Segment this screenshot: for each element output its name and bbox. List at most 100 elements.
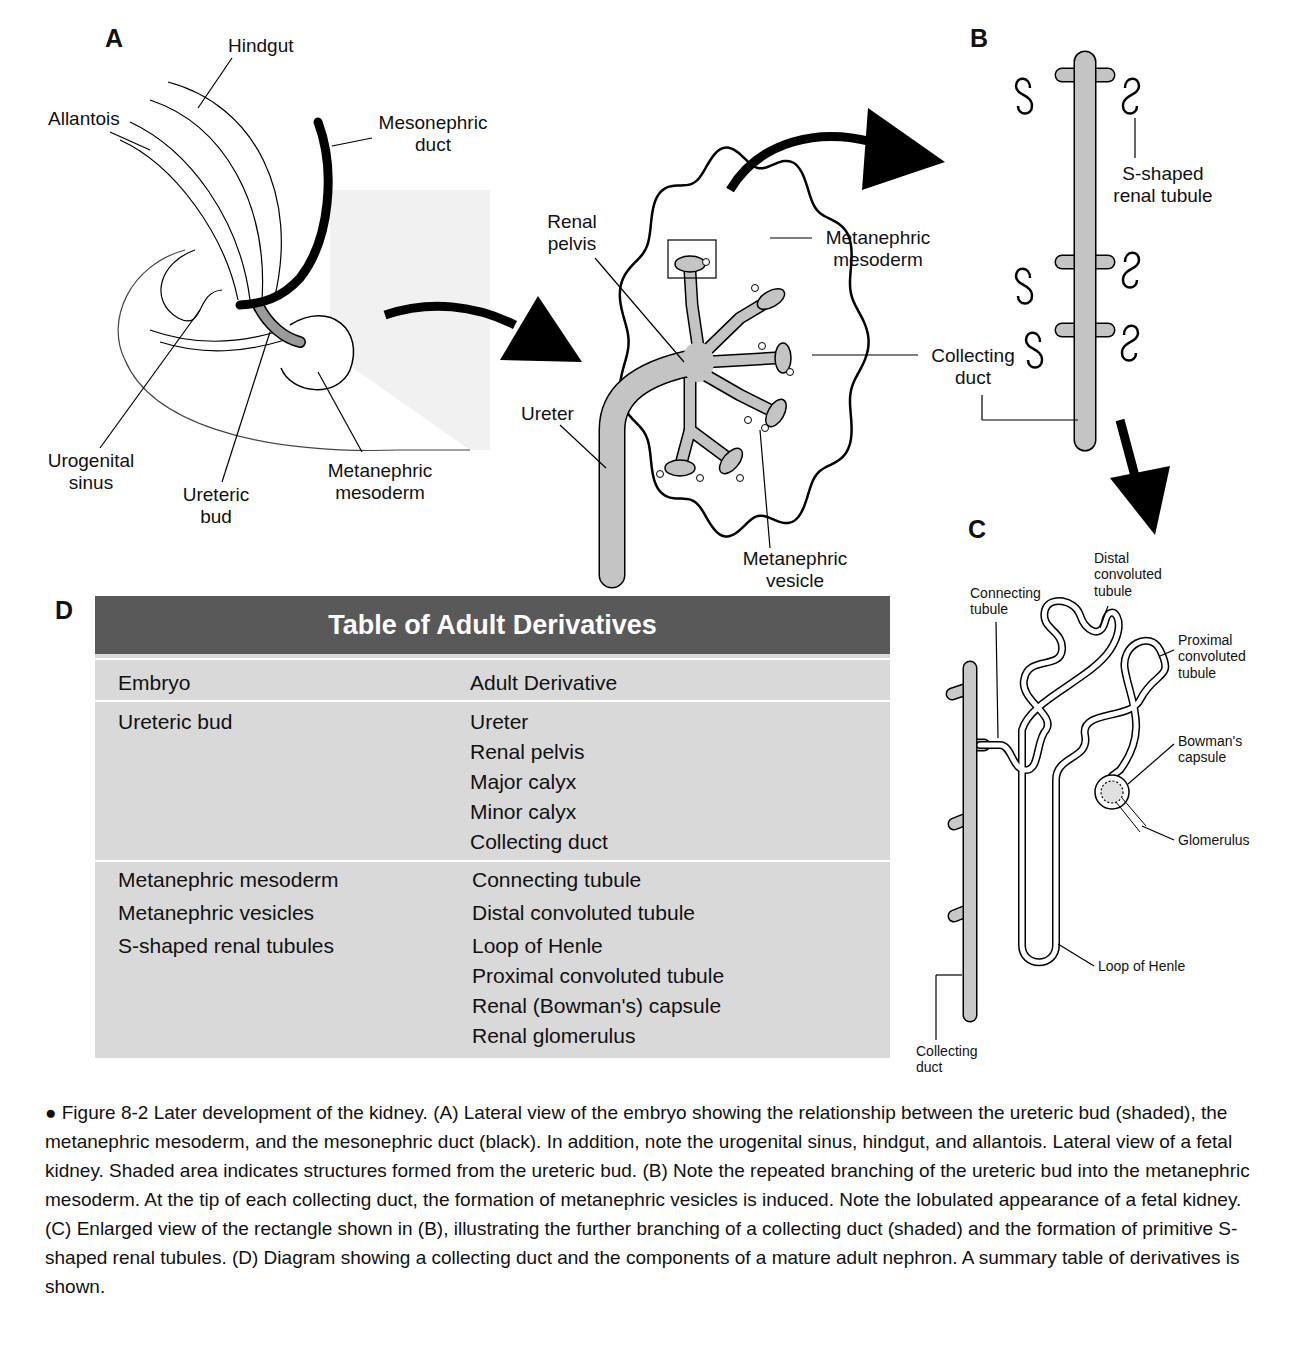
leader-line [110,132,150,150]
collecting-duct [952,690,964,694]
leader-line [1142,826,1174,840]
part-name: Connecting tubule [970,585,1060,618]
table-cell: Renal (Bowman's) capsule [472,994,721,1019]
urogenital-sinus [161,250,222,321]
ampulla-cap [715,444,747,477]
part-name: Renal pelvis [526,211,618,255]
ureteric-bud [258,305,300,342]
ureteric-branch [705,303,765,352]
leader-line [595,258,684,362]
leader-line [198,58,232,108]
table-cell: Major calyx [470,770,576,795]
leader-line [996,622,998,738]
table-cell: S-shaped renal tubules [118,934,334,959]
table-cell: Metanephric mesoderm [118,868,339,893]
ureteric-branch [682,372,690,460]
collecting-duct [1079,62,1091,440]
nephron-tubule [980,601,1165,962]
panel-arrow [385,306,515,325]
s-shaped-tubule [1026,333,1042,368]
collecting-duct [965,668,975,1015]
leader-line [770,237,812,238]
collecting-duct [963,668,978,1015]
panel-arrow [1120,420,1136,480]
metanephric-mesoderm [281,316,354,390]
table-cell: Minor calyx [470,800,576,825]
ureter [612,362,695,575]
table-cell: Loop of Henle [472,934,603,959]
s-shaped-tubule [1123,253,1139,288]
urogenital-sinus [150,330,282,341]
leader-line [982,419,1078,420]
metanephric-vesicle [703,259,710,266]
s-shaped-tubule [1123,79,1139,114]
leader-line [760,430,770,548]
figure-caption: ● Figure 8-2 Later development of the ki… [45,1098,1270,1301]
ureteric-branch [700,372,770,410]
leader-line [560,425,606,468]
ureteric-branch [690,430,725,456]
part-name: Collecting duct [916,1043,991,1076]
table-cell: Embryo [118,671,190,696]
table-cell: Distal convoluted tubule [472,901,695,926]
panel-arrow [730,137,872,190]
mesonephric-duct [240,122,328,305]
table-cell: Proximal convoluted tubule [472,964,724,989]
part-name: Bowman's capsule [1178,733,1258,766]
ampulla-cap [754,285,788,314]
derivatives-table: Table of Adult Derivatives [95,596,890,1058]
metanephric-vesicle [745,417,752,424]
allantois-line [120,140,238,300]
part-name: Allantois [48,108,120,130]
part-name: Distal convoluted tubule [1094,550,1176,599]
part-name: Metanephric mesoderm [315,460,445,504]
panel-arrow-head [862,108,945,190]
glomerular-vessel [1116,798,1146,832]
part-name: S-shaped renal tubule [1102,163,1224,207]
leader-line [1160,650,1174,656]
collecting-duct [1074,62,1097,440]
leader-line [332,138,372,146]
collecting-duct [1075,62,1095,440]
leader-line [936,974,962,975]
collecting-duct [964,668,976,1015]
part-name: Glomerulus [1178,832,1250,848]
table-cell: Renal glomerulus [472,1024,635,1049]
ureteric-branch [705,303,765,352]
leader-line [1128,744,1174,784]
panel-letter: C [968,515,986,544]
leader-line [935,975,936,1040]
s-shaped-tubule [1122,326,1138,361]
table-rule [95,860,890,862]
part-name: Loop of Henle [1098,958,1185,974]
part-name: Metanephric mesoderm [813,227,943,271]
metanephric-vesicle [762,425,769,432]
leader-line [812,354,918,355]
collecting-duct [952,690,964,694]
part-name: Urogenital sinus [36,450,146,494]
part-name: Hindgut [228,35,294,57]
ureteric-branch [612,362,695,575]
table-rule [95,700,890,702]
leader-line [1058,944,1094,966]
ureteric-branch [700,372,770,410]
ureter [612,362,695,575]
leader-line [318,372,362,452]
panel-arrow-head [500,296,582,362]
ureteric-branch [690,430,725,456]
metanephric-vesicle [752,285,759,292]
table-cell: Connecting tubule [472,868,641,893]
metanephric-vesicle [759,343,766,350]
table-cell: Ureteric bud [118,710,232,735]
table-rule [95,658,890,660]
table-cell: Ureter [470,710,528,735]
table-cell: Metanephric vesicles [118,901,314,926]
leader-line [1134,118,1135,158]
hindgut-line [150,100,263,300]
bowmans-capsule [1095,775,1129,809]
enlarged-area-box [668,240,716,278]
part-name: Ureter [521,403,574,425]
metanephric-vesicle [737,475,744,482]
leader-line [222,332,270,482]
ureteric-bud [258,305,300,342]
